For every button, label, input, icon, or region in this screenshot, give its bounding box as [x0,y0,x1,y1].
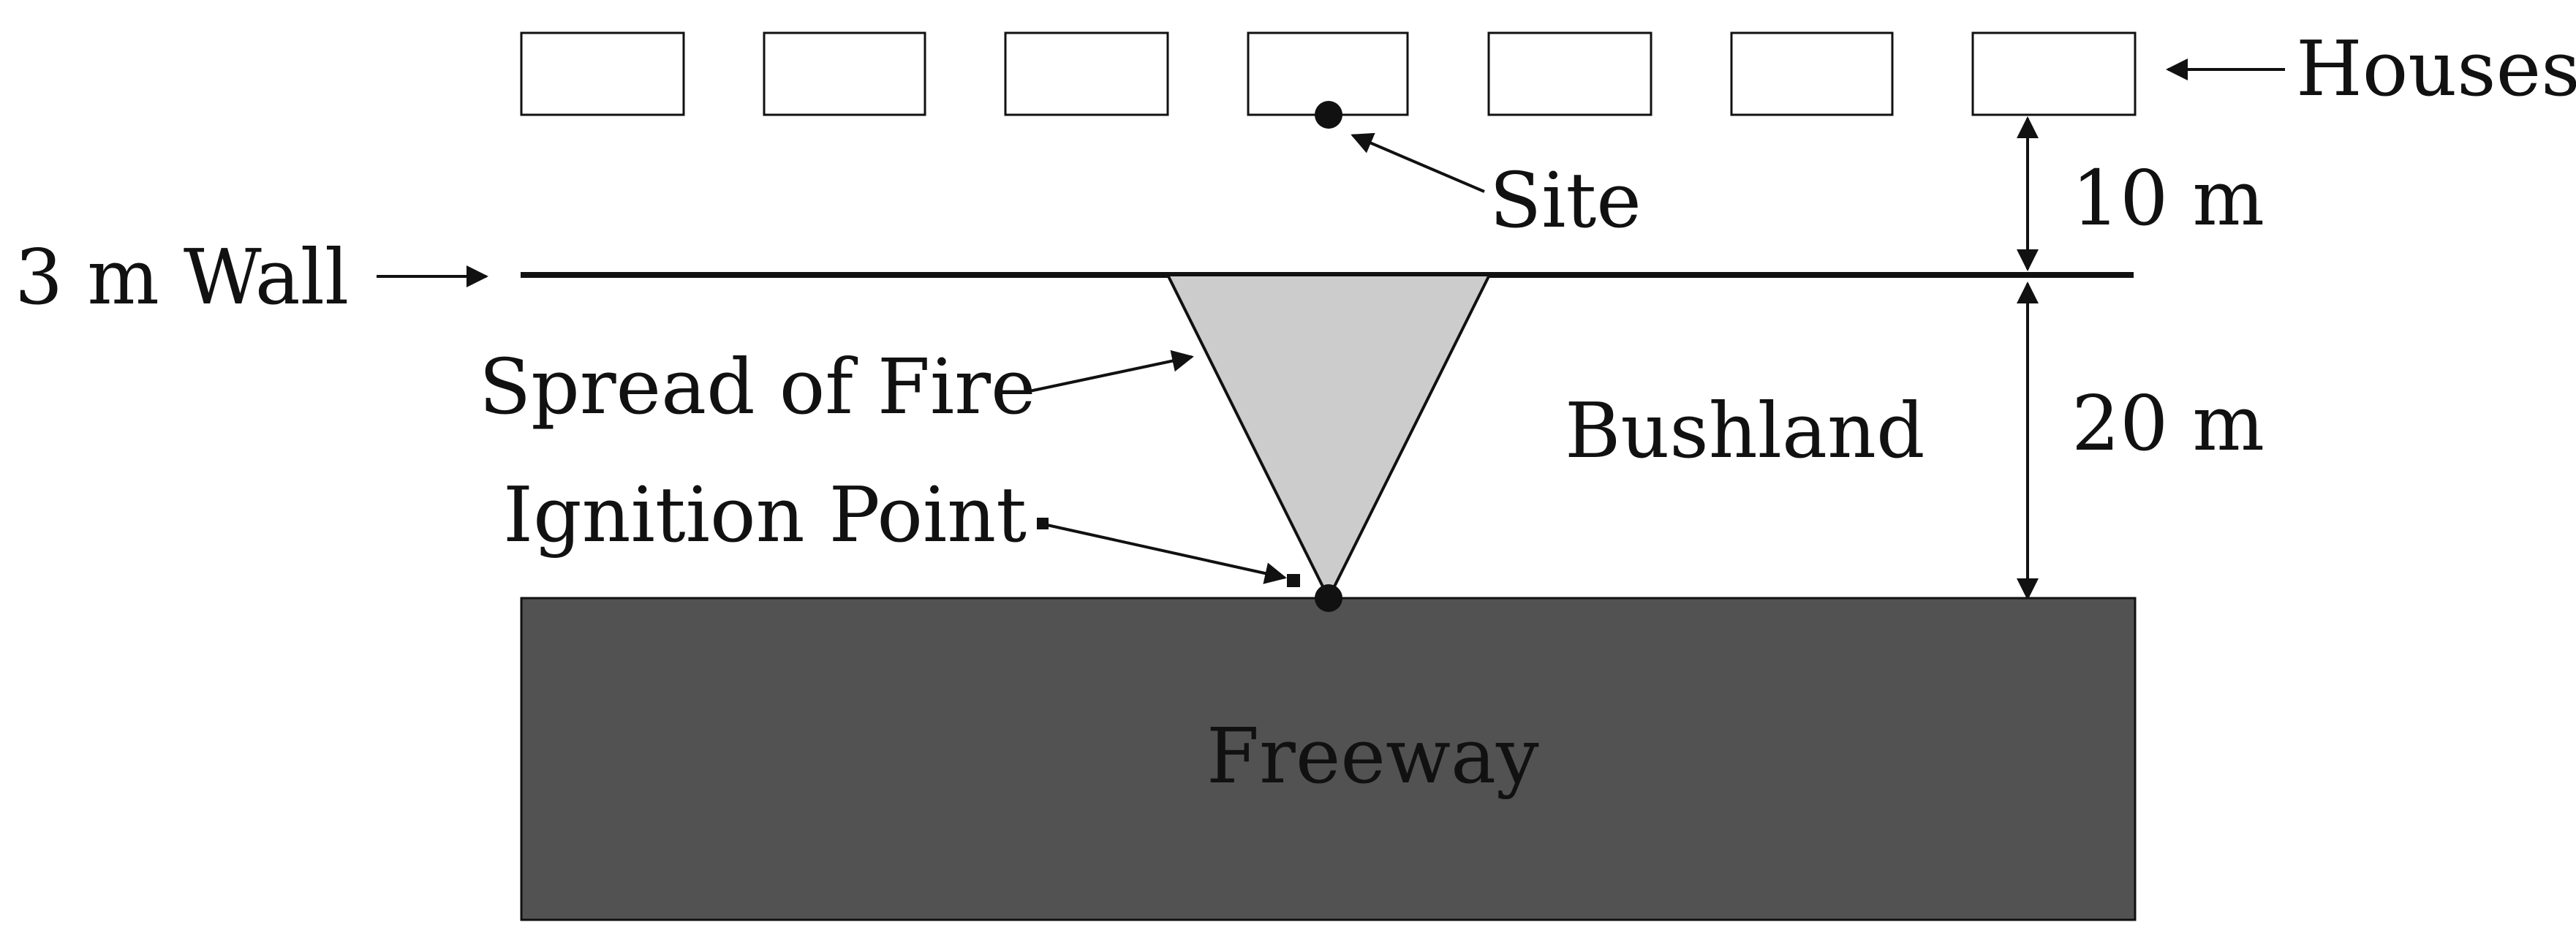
house [763,31,926,116]
ignition-point-marker [1287,574,1300,587]
fire-spread-arrow [1029,350,1194,393]
ignition-dot [1315,584,1342,612]
houses-label: Houses [2296,24,2576,113]
house [520,31,685,116]
ignition-arrow [1046,524,1287,584]
house [1487,31,1653,116]
twenty-m-label: 20 m [2071,379,2265,468]
ignition-point-label: Ignition Point [503,470,1027,559]
site-marker [1315,101,1342,129]
house [1730,31,1894,116]
ten-m-label: 10 m [2071,154,2265,243]
house [1004,31,1169,116]
fire-spread-area [1165,273,1492,602]
ignition-label-marker [1037,518,1049,529]
freeway-label: Freeway [1206,711,1539,801]
wall-label: 3 m Wall [15,233,349,322]
site-arrow [1351,132,1485,193]
freeway-area [520,597,2137,921]
site-label: Site [1489,156,1642,245]
houses-row [520,31,2137,116]
fire-spread-label: Spread of Fire [479,342,1036,431]
bushland-label: Bushland [1565,386,1925,475]
house [1971,31,2137,116]
